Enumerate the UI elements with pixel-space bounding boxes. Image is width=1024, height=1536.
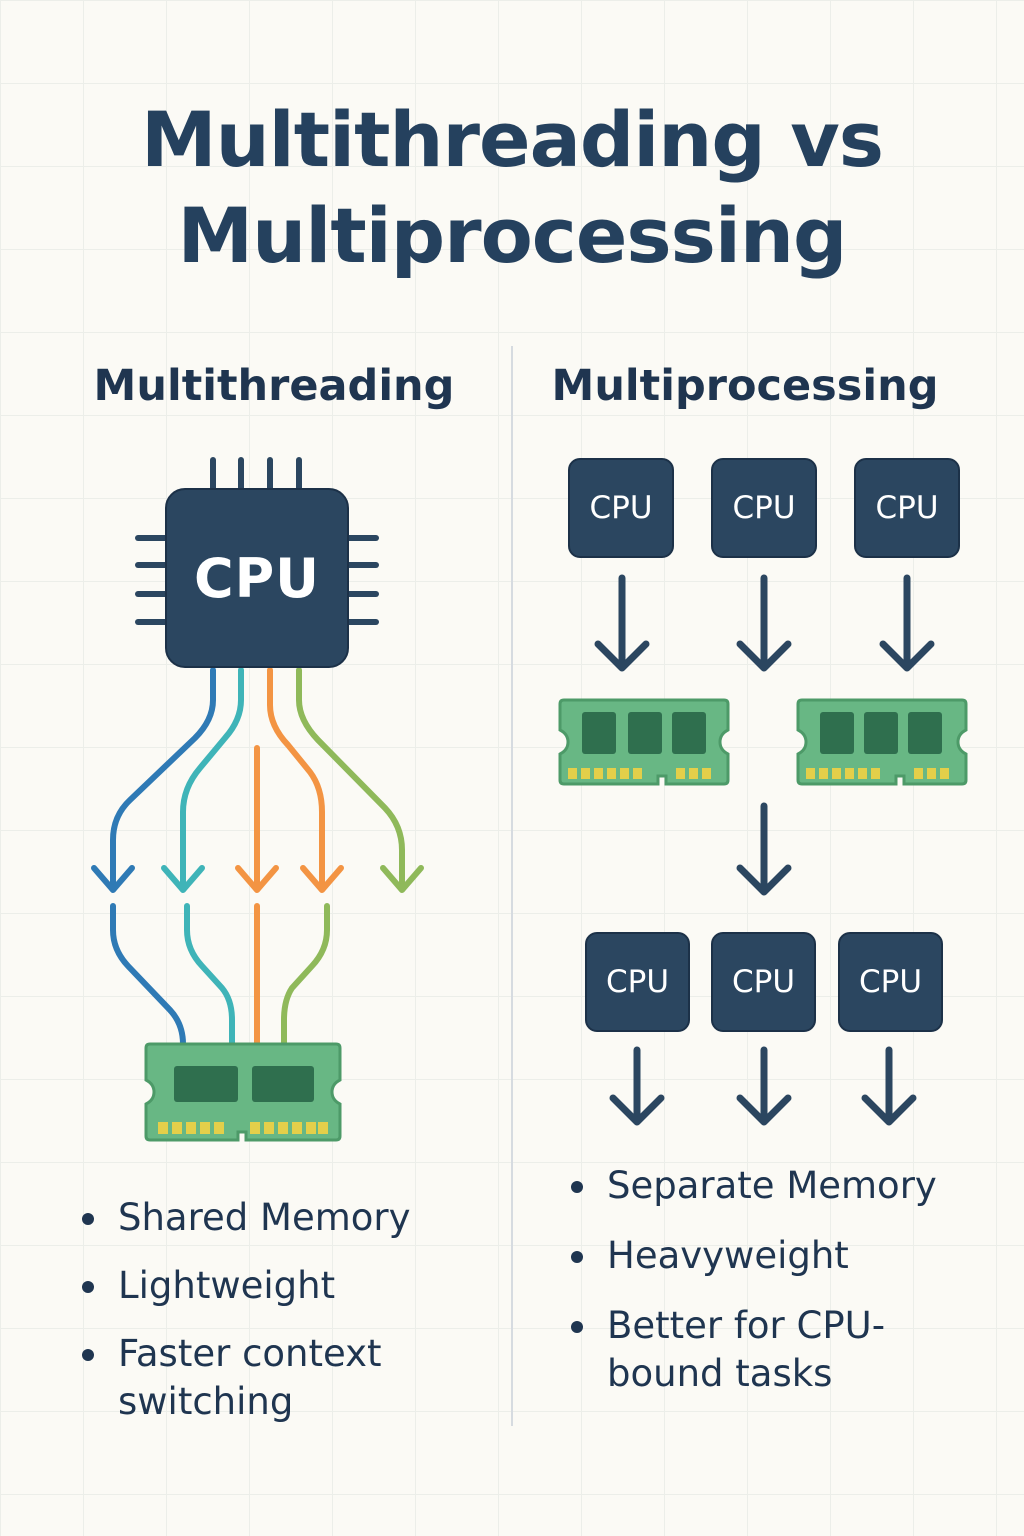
bullet-item: Separate Memory xyxy=(569,1162,979,1210)
title-line-2: Multiprocessing xyxy=(177,191,848,280)
multithreading-bullets: Shared Memory Lightweight Faster context… xyxy=(80,1194,500,1446)
separate-ram-module-2 xyxy=(796,698,968,786)
cpu-box-bottom-2: CPU xyxy=(711,932,816,1032)
bullet-item: Shared Memory xyxy=(80,1194,500,1242)
cpu-label: CPU xyxy=(875,490,939,526)
shared-ram-module xyxy=(144,1042,342,1142)
cpu-box-top-3: CPU xyxy=(854,458,960,558)
cpu-label: CPU xyxy=(589,490,653,526)
bullet-item: Better for CPU-bound tasks xyxy=(569,1302,979,1398)
bullet-item: Lightweight xyxy=(80,1262,500,1310)
main-cpu-label: CPU xyxy=(193,546,321,610)
cpu-label: CPU xyxy=(731,964,796,1000)
cpu-box-top-1: CPU xyxy=(568,458,674,558)
bullet-item: Heavyweight xyxy=(569,1232,979,1280)
thread-lines-upper xyxy=(110,667,405,889)
right-arrow-middle xyxy=(736,802,792,896)
cpu-label: CPU xyxy=(605,964,670,1000)
right-arrows-bottom xyxy=(609,1046,917,1126)
page-title: Multithreading vs Multiprocessing xyxy=(0,92,1024,284)
cpu-box-bottom-1: CPU xyxy=(585,932,690,1032)
cpu-label: CPU xyxy=(858,964,923,1000)
cpu-box-bottom-3: CPU xyxy=(838,932,943,1032)
right-arrows-top xyxy=(594,574,935,672)
multiprocessing-bullets: Separate Memory Heavyweight Better for C… xyxy=(569,1162,979,1420)
cpu-box-top-2: CPU xyxy=(711,458,817,558)
cpu-pins xyxy=(135,457,379,625)
multiprocessing-heading: Multiprocessing xyxy=(551,361,939,411)
title-line-1: Multithreading vs xyxy=(140,95,884,184)
thread-arrowheads xyxy=(91,865,424,893)
thread-lines-lower xyxy=(110,903,330,1047)
multithreading-heading: Multithreading xyxy=(93,361,455,411)
bullet-item: Faster context switching xyxy=(80,1330,500,1426)
main-cpu-chip: CPU xyxy=(165,488,349,668)
separate-ram-module-1 xyxy=(558,698,730,786)
column-divider xyxy=(511,346,513,1426)
cpu-label: CPU xyxy=(732,490,796,526)
